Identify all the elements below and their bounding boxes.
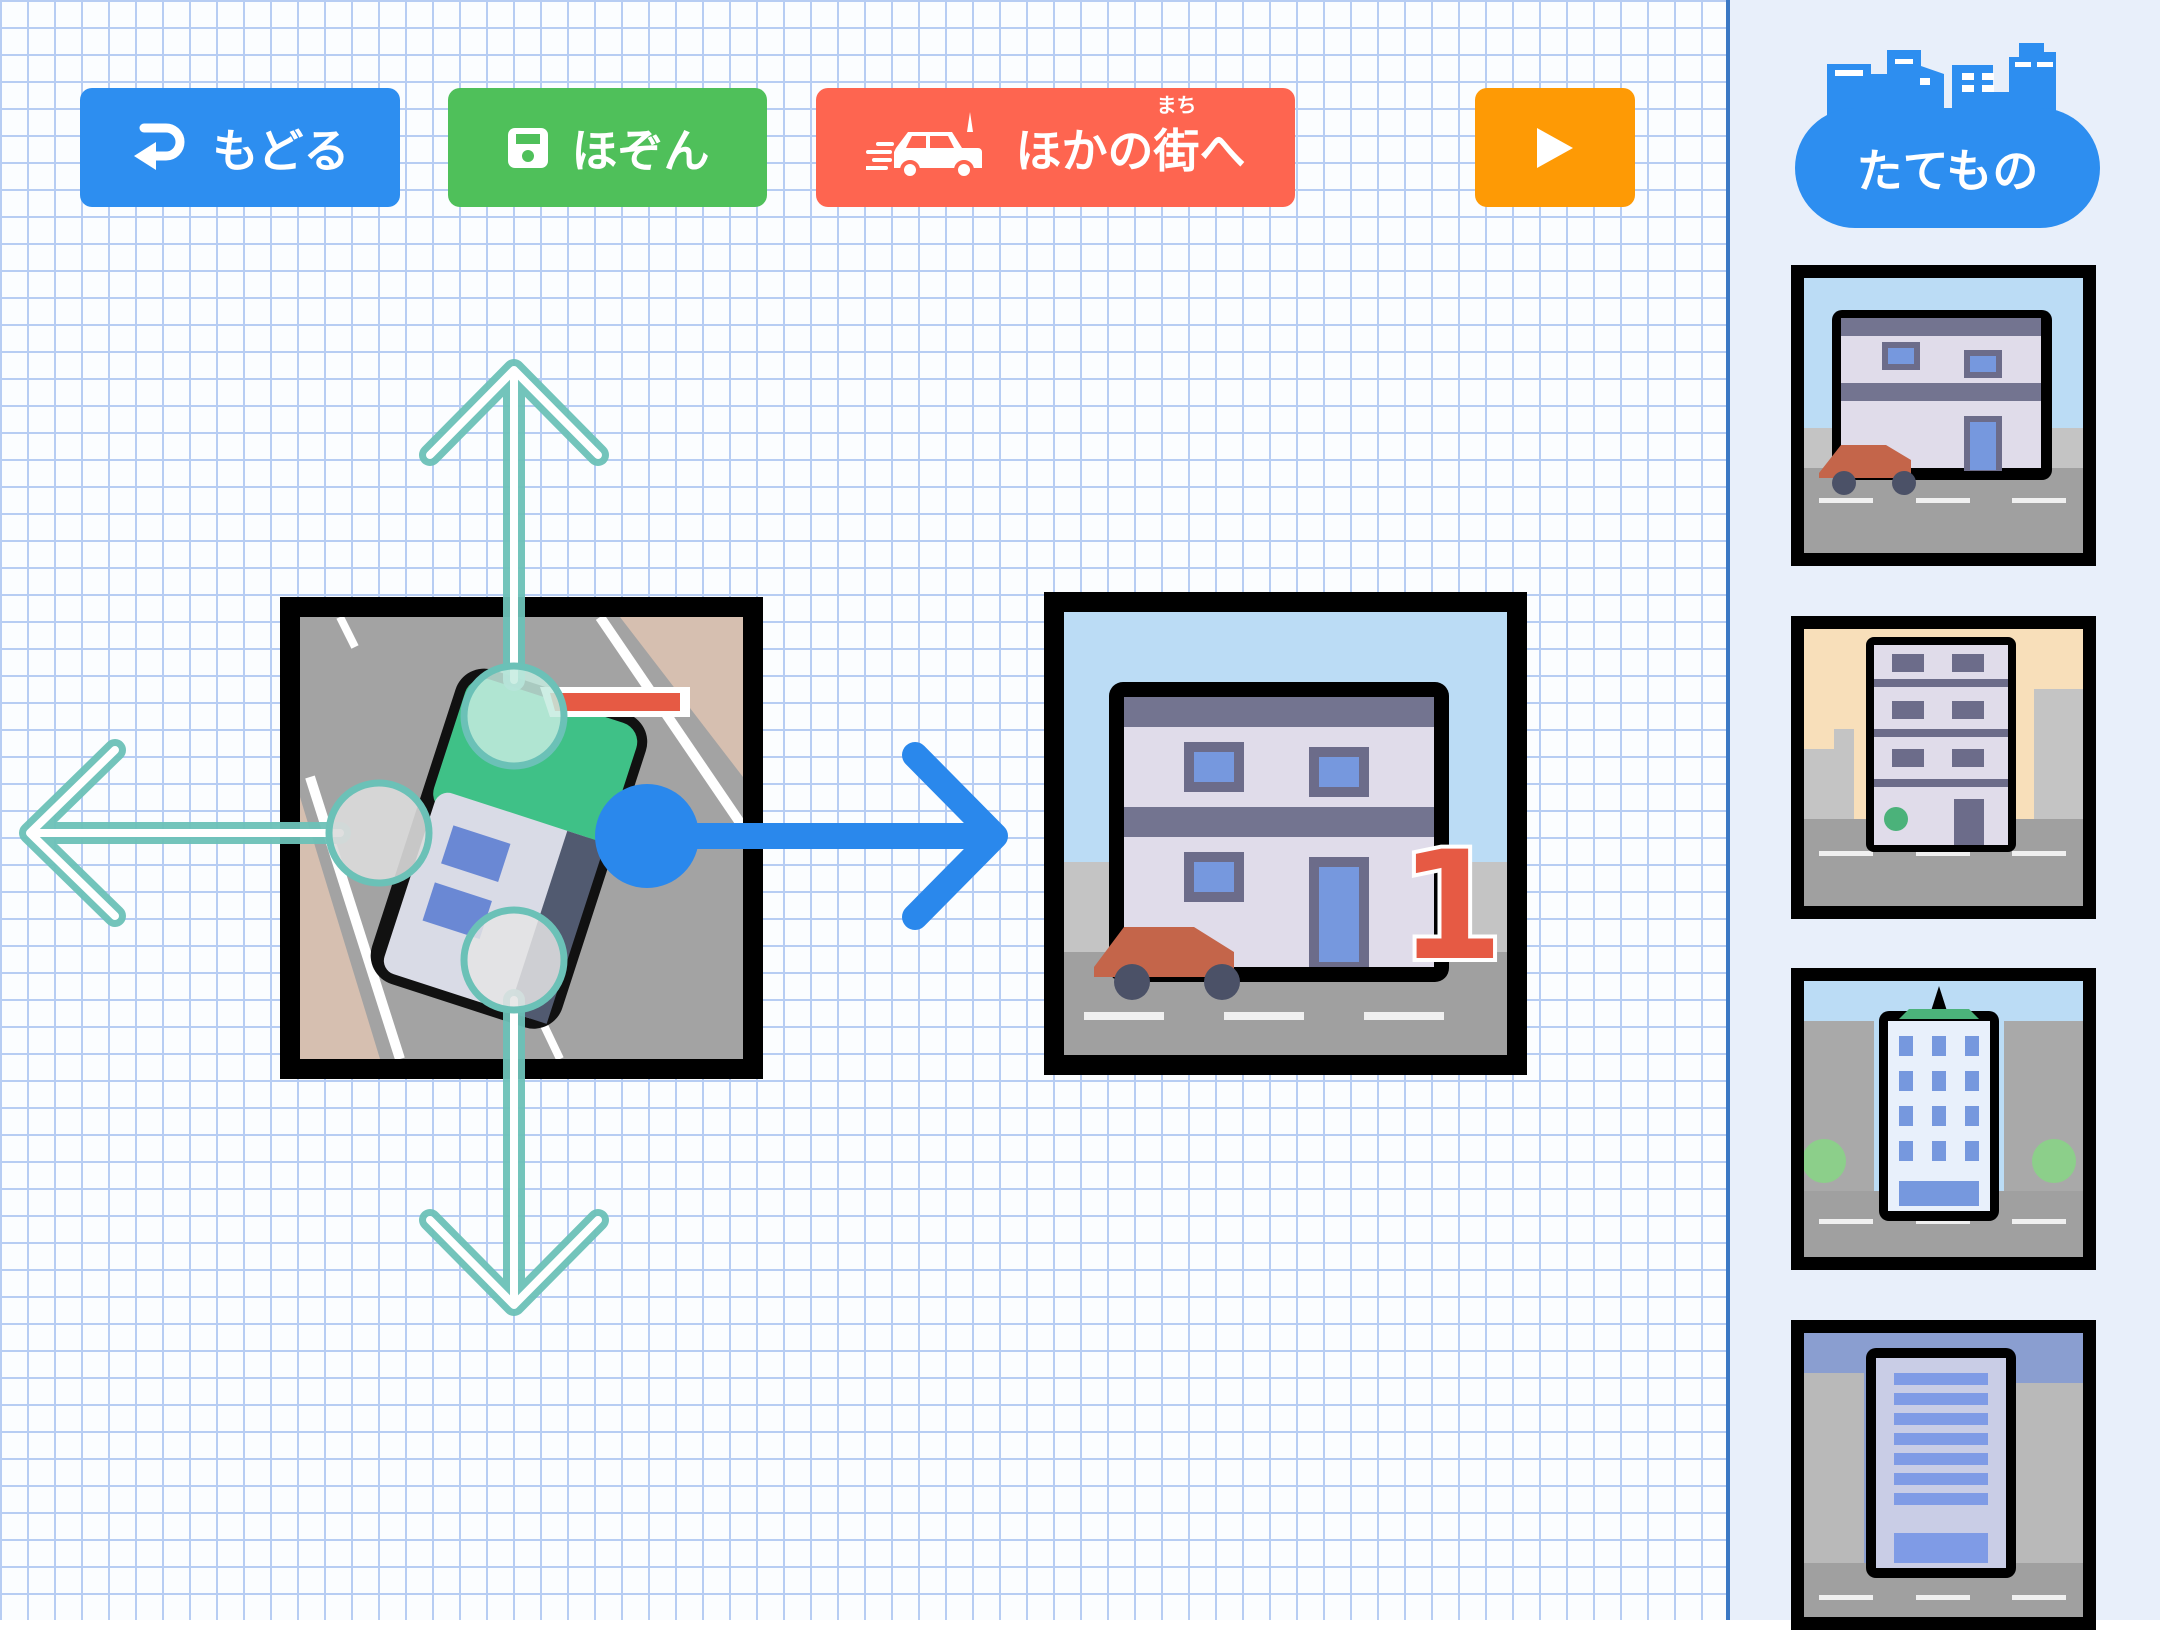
other-town-label-kanji: 街 (1153, 123, 1200, 178)
palette-title: たてもの (1795, 108, 2100, 228)
play-button[interactable] (1475, 88, 1635, 207)
police-car-road-image (300, 617, 743, 1059)
placed-tile-house[interactable]: 1 (1044, 592, 1527, 1075)
two-story-house-image (1064, 612, 1507, 1055)
palette-item-two-story-house[interactable] (1791, 265, 2096, 566)
other-town-label-suffix: へ (1199, 123, 1246, 178)
office-building-thumbnail (1804, 1333, 2083, 1617)
other-town-label-kana: ほかの (1015, 123, 1154, 178)
two-story-house-thumbnail (1804, 278, 2083, 553)
return-arrow-icon (134, 123, 185, 170)
back-button[interactable]: もどる (80, 88, 400, 207)
palette-header: たてもの (1795, 40, 2100, 228)
placed-tile-police-car[interactable] (280, 597, 763, 1079)
other-town-button[interactable]: ほかの まち 街 へ (816, 88, 1295, 207)
save-label: ほぞん (571, 123, 710, 178)
floppy-disk-icon (507, 127, 548, 168)
back-label: もどる (212, 123, 350, 178)
tower-thumbnail (1804, 981, 2083, 1257)
save-button[interactable]: ほぞん (448, 88, 767, 207)
count-badge: 1 (1395, 820, 1507, 994)
palette-item-apartment[interactable] (1791, 616, 2096, 919)
speeding-car-icon (865, 111, 982, 180)
apartment-thumbnail (1804, 629, 2083, 906)
city-skyline-icon (1827, 43, 2056, 119)
palette-item-tower[interactable] (1791, 968, 2096, 1270)
play-icon (1537, 127, 1573, 168)
palette-item-office-building[interactable] (1791, 1320, 2096, 1630)
ruby-text: まち (1156, 92, 1197, 117)
